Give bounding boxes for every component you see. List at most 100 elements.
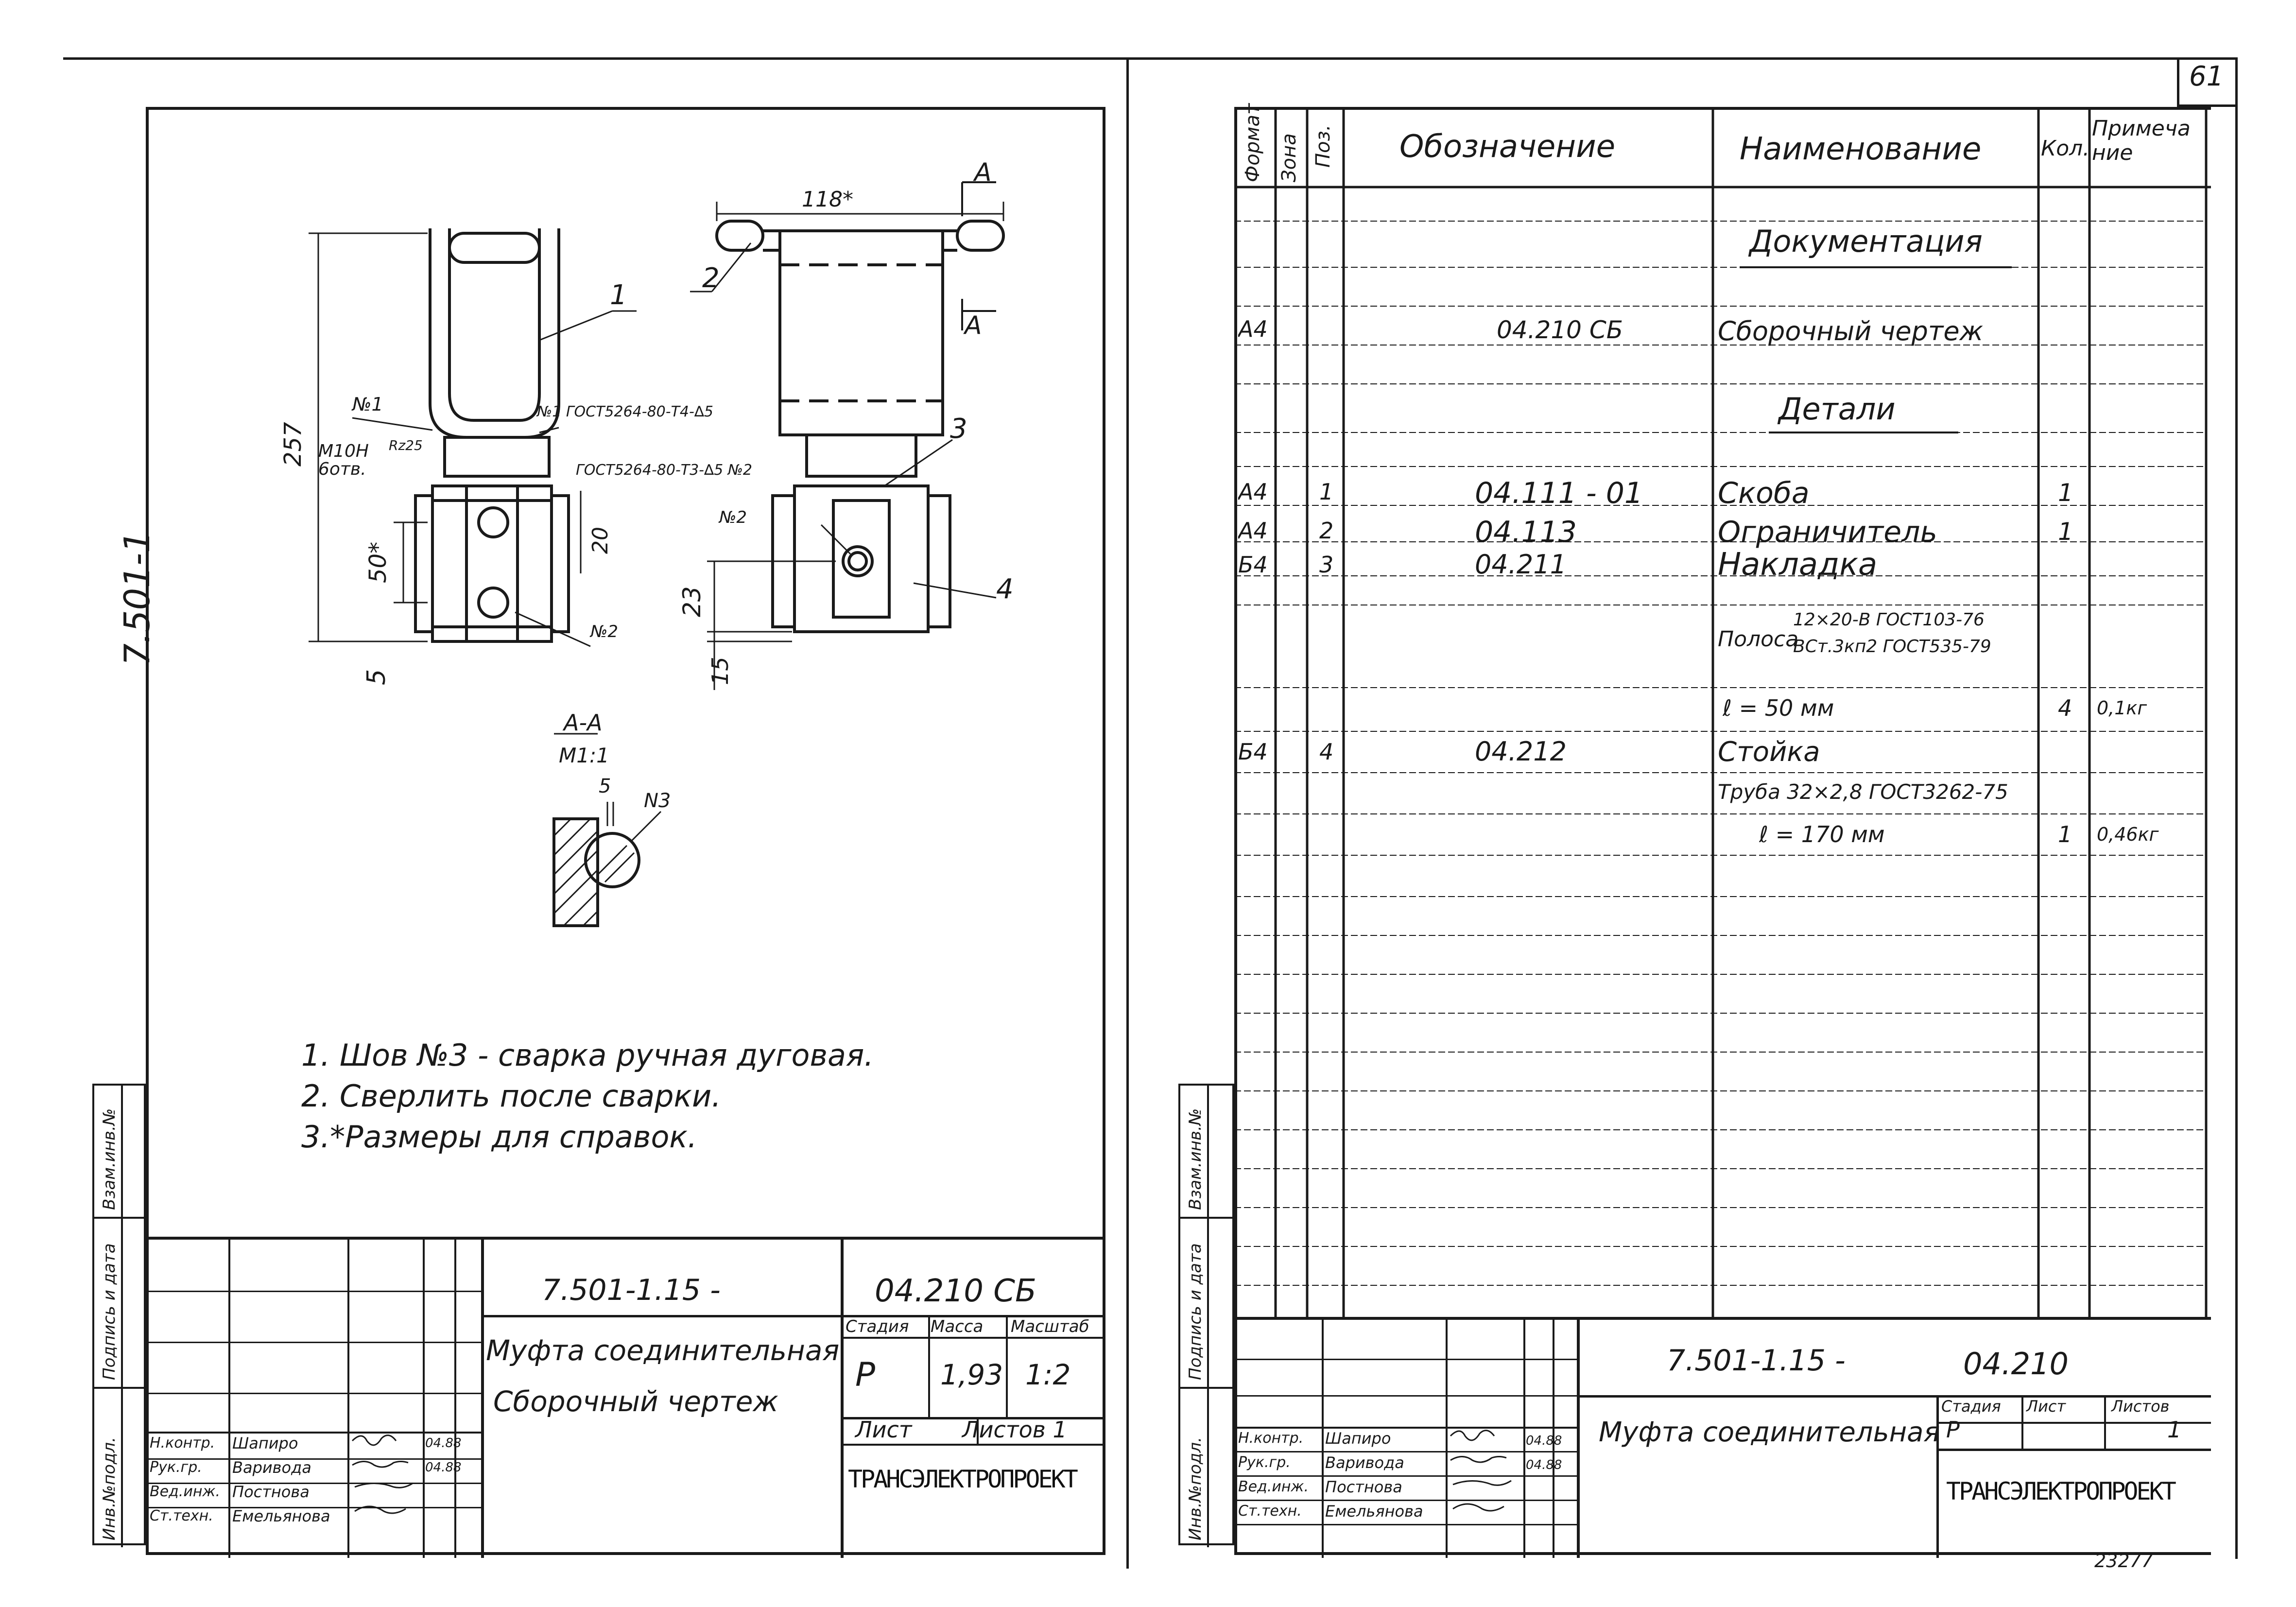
right-h-stage: Стадия (1941, 1397, 2001, 1416)
left-h-scale: Масштаб (1011, 1317, 1089, 1336)
top-border-line (63, 57, 2235, 60)
left-name-4: Емельянова (232, 1507, 330, 1525)
row-4-pos: 1 (1319, 479, 1334, 505)
section-scale: М1:1 (559, 743, 609, 767)
header-name: Наименование (1740, 131, 1982, 167)
right-title-block (1234, 1317, 2211, 1558)
header-designation: Обозначение (1399, 129, 1616, 165)
left-sheet-label: Лист (855, 1417, 912, 1443)
row-5-designation: 04.113 (1475, 515, 1577, 549)
section-title: А-А (564, 709, 603, 736)
page-number: 61 (2189, 61, 2224, 92)
row-5-name: Ограничитель (1718, 515, 1937, 549)
page-number-box (2177, 58, 2235, 107)
right-name-3: Постнова (1325, 1478, 1402, 1496)
note-3: 3.*Размеры для справок. (301, 1119, 697, 1155)
weld-1-label: №1 (352, 394, 383, 415)
left-date-1: 04.88 (425, 1436, 462, 1451)
row-8-note: 0,1кг (2097, 697, 2147, 719)
row-11-qty: 1 (2058, 821, 2072, 847)
right-roles: Н.контр. Рук.гр. Вед.инж. Ст.техн. (1238, 1426, 1309, 1523)
row-9-pos: 4 (1319, 739, 1334, 765)
callout-2: 2 (702, 262, 720, 294)
right-sheet-frame (1234, 107, 2211, 1555)
left-dates: 04.88 04.88 (425, 1431, 461, 1480)
thread-label: М10Н (318, 441, 369, 461)
left-role-2: Рук.гр. (150, 1459, 202, 1476)
row-5-pos: 2 (1319, 518, 1334, 544)
row-5-qty: 1 (2058, 518, 2073, 546)
row-9-format: Б4 (1238, 739, 1268, 765)
left-stamp-name2: Сборочный чертеж (493, 1385, 778, 1418)
left-stamp-name1: Муфта соединительная (486, 1334, 840, 1367)
row-2-format: А4 (1238, 316, 1268, 342)
left-sheet-frame (146, 107, 1105, 1555)
row-7-name: Полоса (1718, 627, 1799, 652)
callout-3: 3 (950, 413, 967, 445)
note-1: 1. Шов №3 - сварка ручная дуговая. (301, 1037, 874, 1073)
row-section-docs: Документация (1749, 224, 1983, 259)
row-6-format: Б4 (1238, 552, 1268, 578)
left-side-strip (92, 1084, 148, 1547)
right-dates: 04.88 04.88 (1526, 1429, 1562, 1477)
row-5-format: А4 (1238, 518, 1268, 544)
left-role-1: Н.контр. (150, 1434, 215, 1451)
right-org-logo: ТРАНСЭЛЕКТРОПРОЕКТ (1946, 1477, 2176, 1505)
right-date-2: 04.88 (1526, 1458, 1562, 1472)
right-sheets: 1 (2167, 1417, 2182, 1443)
row-section-parts: Детали (1778, 391, 1896, 427)
left-h-mass: Масса (931, 1317, 984, 1336)
right-name-4: Емельянова (1325, 1502, 1423, 1521)
callout-1: 1 (610, 279, 627, 311)
right-outer-border (2235, 57, 2238, 1559)
row-9-name: Стойка (1718, 736, 1820, 768)
row-4-qty: 1 (2058, 479, 2073, 507)
left-names: Шапиро Варивода Постнова Емельянова (232, 1431, 330, 1528)
left-role-4: Ст.техн. (150, 1507, 213, 1524)
row-2-name: Сборочный чертеж (1718, 316, 1984, 346)
right-role-1: Н.контр. (1238, 1430, 1304, 1447)
header-qty: Кол. (2041, 136, 2090, 161)
right-stamp-code: 7.501-1.15 - (1667, 1344, 1846, 1378)
archive-number: 23277 (2094, 1550, 2153, 1572)
left-roles: Н.контр. Рук.гр. Вед.инж. Ст.техн. (150, 1431, 220, 1528)
right-stage: Р (1946, 1417, 1960, 1443)
left-sheets-label: Листов 1 (962, 1417, 1067, 1443)
left-title-block (146, 1237, 1105, 1558)
weld-2b-label: №2 (590, 622, 618, 641)
holes-label: 6отв. (318, 459, 366, 479)
left-stage: Р (855, 1356, 876, 1394)
left-name-3: Постнова (232, 1483, 310, 1501)
weld-3-label: N3 (644, 790, 671, 812)
right-h-sheet: Лист (2026, 1397, 2066, 1416)
weld-2-gost: ГОСТ5264-80-Т3-∆5 №2 (576, 462, 752, 479)
row-7-sub1: 12×20-В ГОСТ103-76 (1793, 610, 1985, 630)
row-4-name: Скоба (1718, 476, 1810, 510)
left-name-2: Варивода (232, 1458, 311, 1477)
row-11-note: 0,46кг (2097, 824, 2159, 845)
row-6-name: Накладка (1718, 547, 1878, 583)
section-dim-5: 5 (599, 775, 611, 797)
row-2-designation: 04.210 СБ (1497, 316, 1623, 344)
row-7-sub2: ВСт.3кп2 ГОСТ535-79 (1793, 637, 1991, 657)
right-role-2: Рук.гр. (1238, 1454, 1291, 1471)
row-10-name: Труба 32×2,8 ГОСТ3262-75 (1718, 780, 2008, 804)
row-6-designation: 04.211 (1475, 549, 1567, 580)
left-date-2: 04.88 (425, 1460, 462, 1475)
right-side-strip (1178, 1084, 1236, 1547)
right-names: Шапиро Варивода Постнова Емельянова (1325, 1426, 1423, 1523)
right-stamp-doc: 04.210 (1963, 1346, 2069, 1382)
right-role-4: Ст.техн. (1238, 1503, 1302, 1520)
left-stamp-doc: 04.210 СБ (875, 1273, 1036, 1309)
right-name-1: Шапиро (1325, 1429, 1391, 1448)
weld-2a-label: №2 (719, 508, 747, 527)
row-11-name: ℓ = 170 мм (1759, 821, 1885, 847)
callout-4: 4 (996, 573, 1014, 605)
right-h-sheets: Листов (2111, 1397, 2170, 1416)
note-2: 2. Сверлить после сварки. (301, 1078, 721, 1114)
left-stamp-code: 7.501-1.15 - (542, 1273, 721, 1307)
right-stamp-name: Муфта соединительная (1599, 1417, 1940, 1448)
